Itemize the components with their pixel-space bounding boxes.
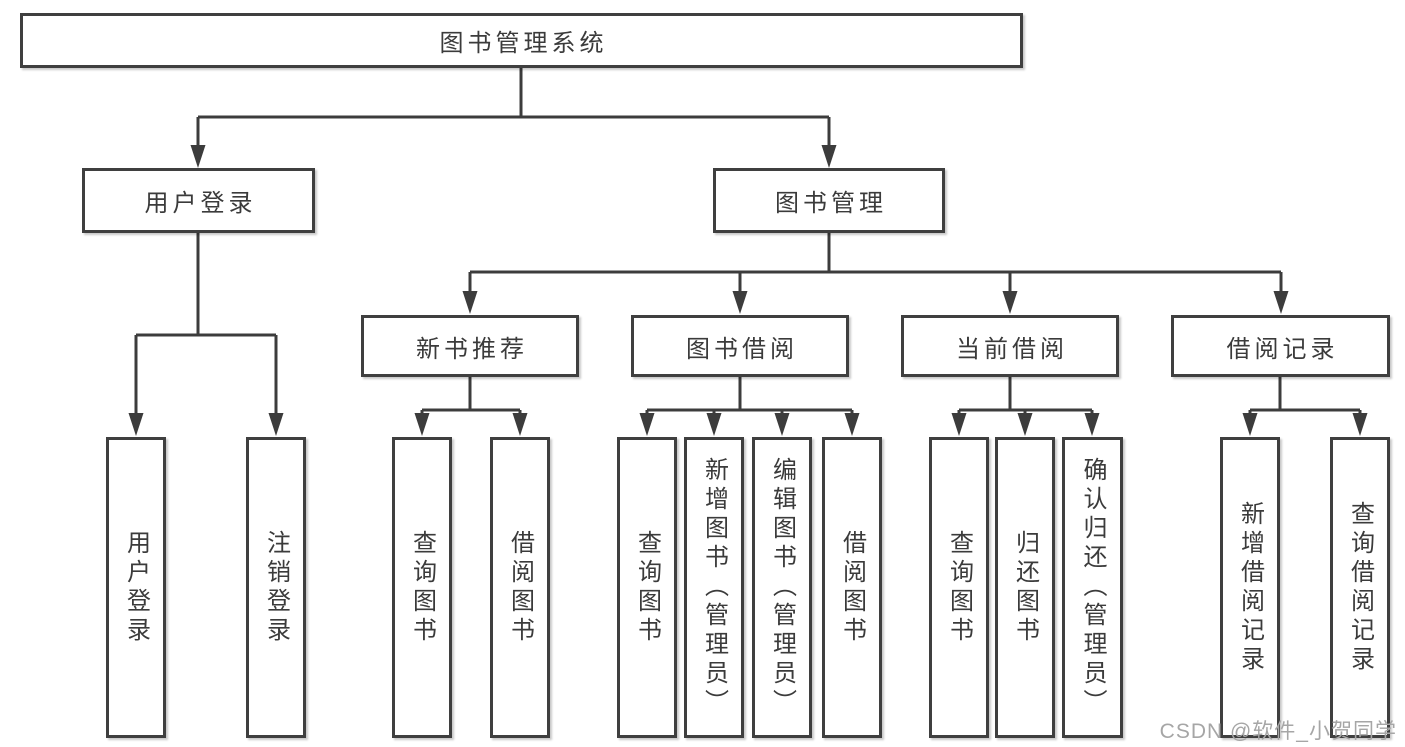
node-book-management: 图书管理 <box>713 168 945 233</box>
node-user-login: 用户登录 <box>82 168 315 233</box>
connector-user-login-to-leaves <box>134 232 278 420</box>
leaf-add-books-admin: 新增图书（管理员） <box>684 437 744 738</box>
connector-book-borrowing-to-leaves <box>645 377 854 420</box>
leaf-query-books-borrowing: 查询图书 <box>617 437 677 738</box>
leaf-borrow-books-recommend: 借阅图书 <box>490 437 550 738</box>
leaf-query-books-current: 查询图书 <box>929 437 989 738</box>
connector-book-management-to-level3 <box>468 232 1283 298</box>
connector-root-to-level2 <box>196 68 831 150</box>
node-system-root: 图书管理系统 <box>20 13 1023 68</box>
node-borrowing-records: 借阅记录 <box>1171 315 1390 377</box>
leaf-edit-books-admin: 编辑图书（管理员） <box>752 437 812 738</box>
leaf-add-borrow-record: 新增借阅记录 <box>1220 437 1280 738</box>
node-current-borrowing: 当前借阅 <box>901 315 1119 377</box>
connector-borrowing-records-to-leaves <box>1248 377 1362 420</box>
leaf-query-books-recommend: 查询图书 <box>392 437 452 738</box>
leaf-query-borrow-record: 查询借阅记录 <box>1330 437 1390 738</box>
leaf-logout: 注销登录 <box>246 437 306 738</box>
node-new-book-recommendation: 新书推荐 <box>361 315 579 377</box>
leaf-confirm-return-admin: 确认归还（管理员） <box>1062 437 1123 738</box>
watermark-text: CSDN @软件_小贺同学 <box>1159 720 1397 743</box>
leaf-borrow-books-borrowing: 借阅图书 <box>822 437 882 738</box>
leaf-return-books: 归还图书 <box>995 437 1055 738</box>
leaf-user-login: 用户登录 <box>106 437 166 738</box>
connector-new-book-recommendation-to-leaves <box>420 377 522 420</box>
arrowheads <box>128 145 1368 436</box>
node-book-borrowing: 图书借阅 <box>631 315 849 377</box>
